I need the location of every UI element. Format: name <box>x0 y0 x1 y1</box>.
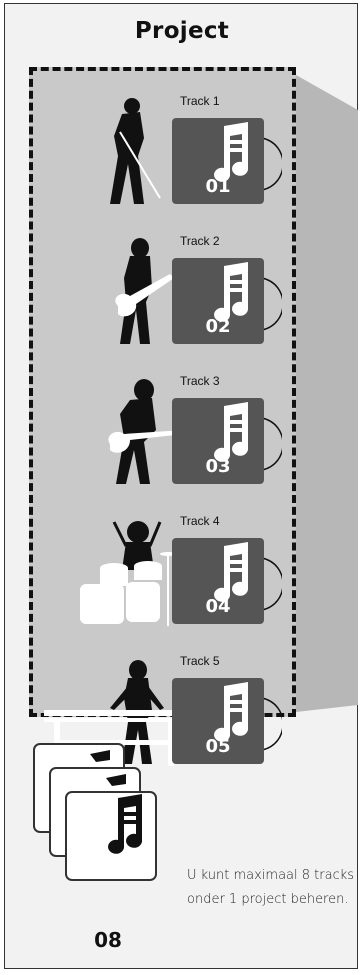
track-number: 01 <box>198 176 238 197</box>
track-number: 03 <box>198 456 238 477</box>
info-note: U kunt maximaal 8 tracks onder 1 project… <box>187 864 357 912</box>
singer-silhouette-icon <box>100 98 180 208</box>
page-title: Project <box>0 18 364 44</box>
track-number: 02 <box>198 316 238 337</box>
track-label: Track 4 <box>180 514 220 528</box>
stack-number: 08 <box>78 928 138 952</box>
track-item: Track 1 01 <box>0 94 364 224</box>
drummer-silhouette-icon <box>76 518 176 630</box>
track-item: Track 2 02 <box>0 234 364 364</box>
track-item: Track 4 04 <box>0 514 364 644</box>
track-number: 05 <box>198 736 238 757</box>
track-item: Track 3 03 <box>0 374 364 504</box>
track-label: Track 1 <box>180 94 220 108</box>
track-number: 04 <box>198 596 238 617</box>
